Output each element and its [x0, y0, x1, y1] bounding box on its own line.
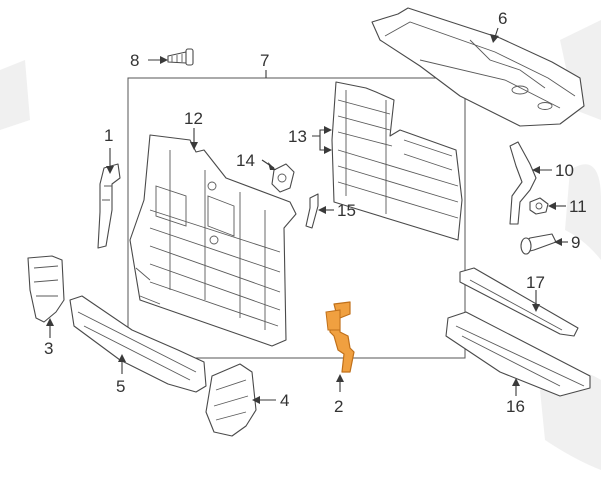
callout-8: 8 — [130, 51, 139, 70]
callout-16: 16 — [506, 397, 525, 416]
callout-17: 17 — [526, 273, 545, 292]
part-8-push-pin — [167, 48, 194, 66]
watermark — [0, 20, 601, 470]
part-2-highlighted-bracket — [325, 301, 355, 373]
part-16-shield — [445, 311, 591, 397]
part-17-shield — [459, 267, 579, 337]
callout-labels: 1 2 3 4 5 6 7 8 9 10 11 12 13 14 15 16 1… — [44, 9, 587, 416]
callout-13: 13 — [288, 127, 307, 146]
callout-15: 15 — [337, 201, 356, 220]
callout-5: 5 — [116, 377, 125, 396]
assembly-7-bracket — [127, 77, 466, 359]
part-6-upper-cover — [371, 7, 585, 127]
callout-3: 3 — [44, 339, 53, 358]
part-3-left-deflector — [27, 255, 65, 323]
callout-1: 1 — [104, 126, 113, 145]
callout-10: 10 — [555, 161, 574, 180]
part-15-bracket — [305, 193, 319, 229]
callout-7: 7 — [260, 51, 269, 70]
callout-6: 6 — [498, 9, 507, 28]
part-1-side-bracket — [97, 163, 121, 249]
callout-9: 9 — [571, 233, 580, 252]
part-9-bolt — [520, 233, 557, 255]
part-11-bolt — [529, 197, 549, 215]
part-10-bracket — [509, 141, 537, 225]
callout-4: 4 — [280, 391, 289, 410]
part-5-lower-deflector — [69, 295, 207, 393]
callout-12: 12 — [184, 109, 203, 128]
leader-lines — [46, 27, 568, 404]
callout-11: 11 — [569, 197, 587, 216]
part-4-side-deflector — [205, 363, 257, 437]
part-12-frame — [129, 134, 297, 347]
part-13-shutters — [331, 81, 463, 241]
callout-2: 2 — [334, 397, 343, 416]
part-14-sensor — [271, 163, 295, 193]
callout-14: 14 — [236, 151, 255, 170]
